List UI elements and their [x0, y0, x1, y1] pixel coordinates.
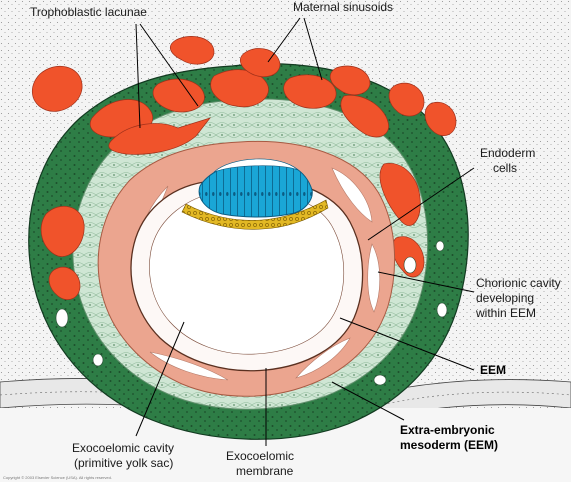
label-endoderm: Endoderm — [480, 146, 535, 160]
lacuna-branch — [108, 117, 211, 155]
label-chorionic-developing: developing — [476, 291, 534, 305]
lacuna-top-right — [283, 74, 337, 109]
sinusoid-top-3 — [329, 65, 371, 96]
maternal-blood — [32, 36, 457, 300]
label-eem: EEM — [480, 363, 506, 377]
leader-lacunae-1 — [135, 23, 141, 129]
label-chorionic-cavity: Chorionic cavity — [476, 276, 561, 290]
hypoblast — [181, 199, 329, 230]
leader-chorionic — [377, 271, 475, 293]
exocoelomic-cavity — [149, 189, 345, 355]
sinusoid-left-blob — [32, 66, 83, 112]
leader-lacunae-2 — [139, 23, 199, 107]
amniotic-cavity — [213, 158, 299, 173]
leader-eem — [339, 317, 475, 371]
lacuna-top-mid — [210, 69, 269, 108]
lacuna-right-branch — [340, 94, 389, 138]
leader-eem-full — [331, 381, 405, 421]
chorionic-cavity-spaces — [137, 167, 381, 381]
label-exocoelomic-membrane: Exocoelomic — [226, 449, 294, 463]
copyright-notice: Copyright © 2003 Elsevier Science (USA).… — [3, 475, 112, 480]
label-eem-full-1: Extra-embryonic — [400, 423, 495, 437]
sinusoid-top-2 — [239, 48, 281, 78]
sinusoid-top-1 — [169, 36, 215, 65]
label-eem-full-2: mesoderm (EEM) — [400, 438, 498, 452]
label-maternal-sinusoids: Maternal sinusoids — [293, 0, 393, 14]
leader-exocoelomic-cavity — [135, 321, 185, 437]
label-membrane: membrane — [236, 464, 294, 478]
label-chorionic-within: within EEM — [475, 306, 536, 320]
leader-lines — [135, 17, 475, 446]
trophoblast-vacuoles — [55, 240, 448, 386]
leader-endoderm — [367, 167, 475, 241]
lacuna-left-lower — [48, 266, 81, 300]
label-exocoelomic-cavity: Exocoelomic cavity — [72, 441, 174, 455]
label-endoderm-cells: cells — [493, 161, 517, 175]
sinusoid-right-2 — [424, 101, 457, 136]
leader-sinusoids-2 — [303, 17, 323, 81]
leader-sinusoids-1 — [267, 17, 301, 63]
lacuna-upper — [152, 78, 205, 113]
sinusoid-right-1 — [388, 82, 425, 117]
lacuna-right-mid — [379, 163, 421, 226]
label-primitive-yolk-sac: (primitive yolk sac) — [74, 456, 173, 470]
lacuna-left — [40, 205, 85, 257]
label-trophoblastic-lacunae: Trophoblastic lacunae — [30, 5, 147, 19]
